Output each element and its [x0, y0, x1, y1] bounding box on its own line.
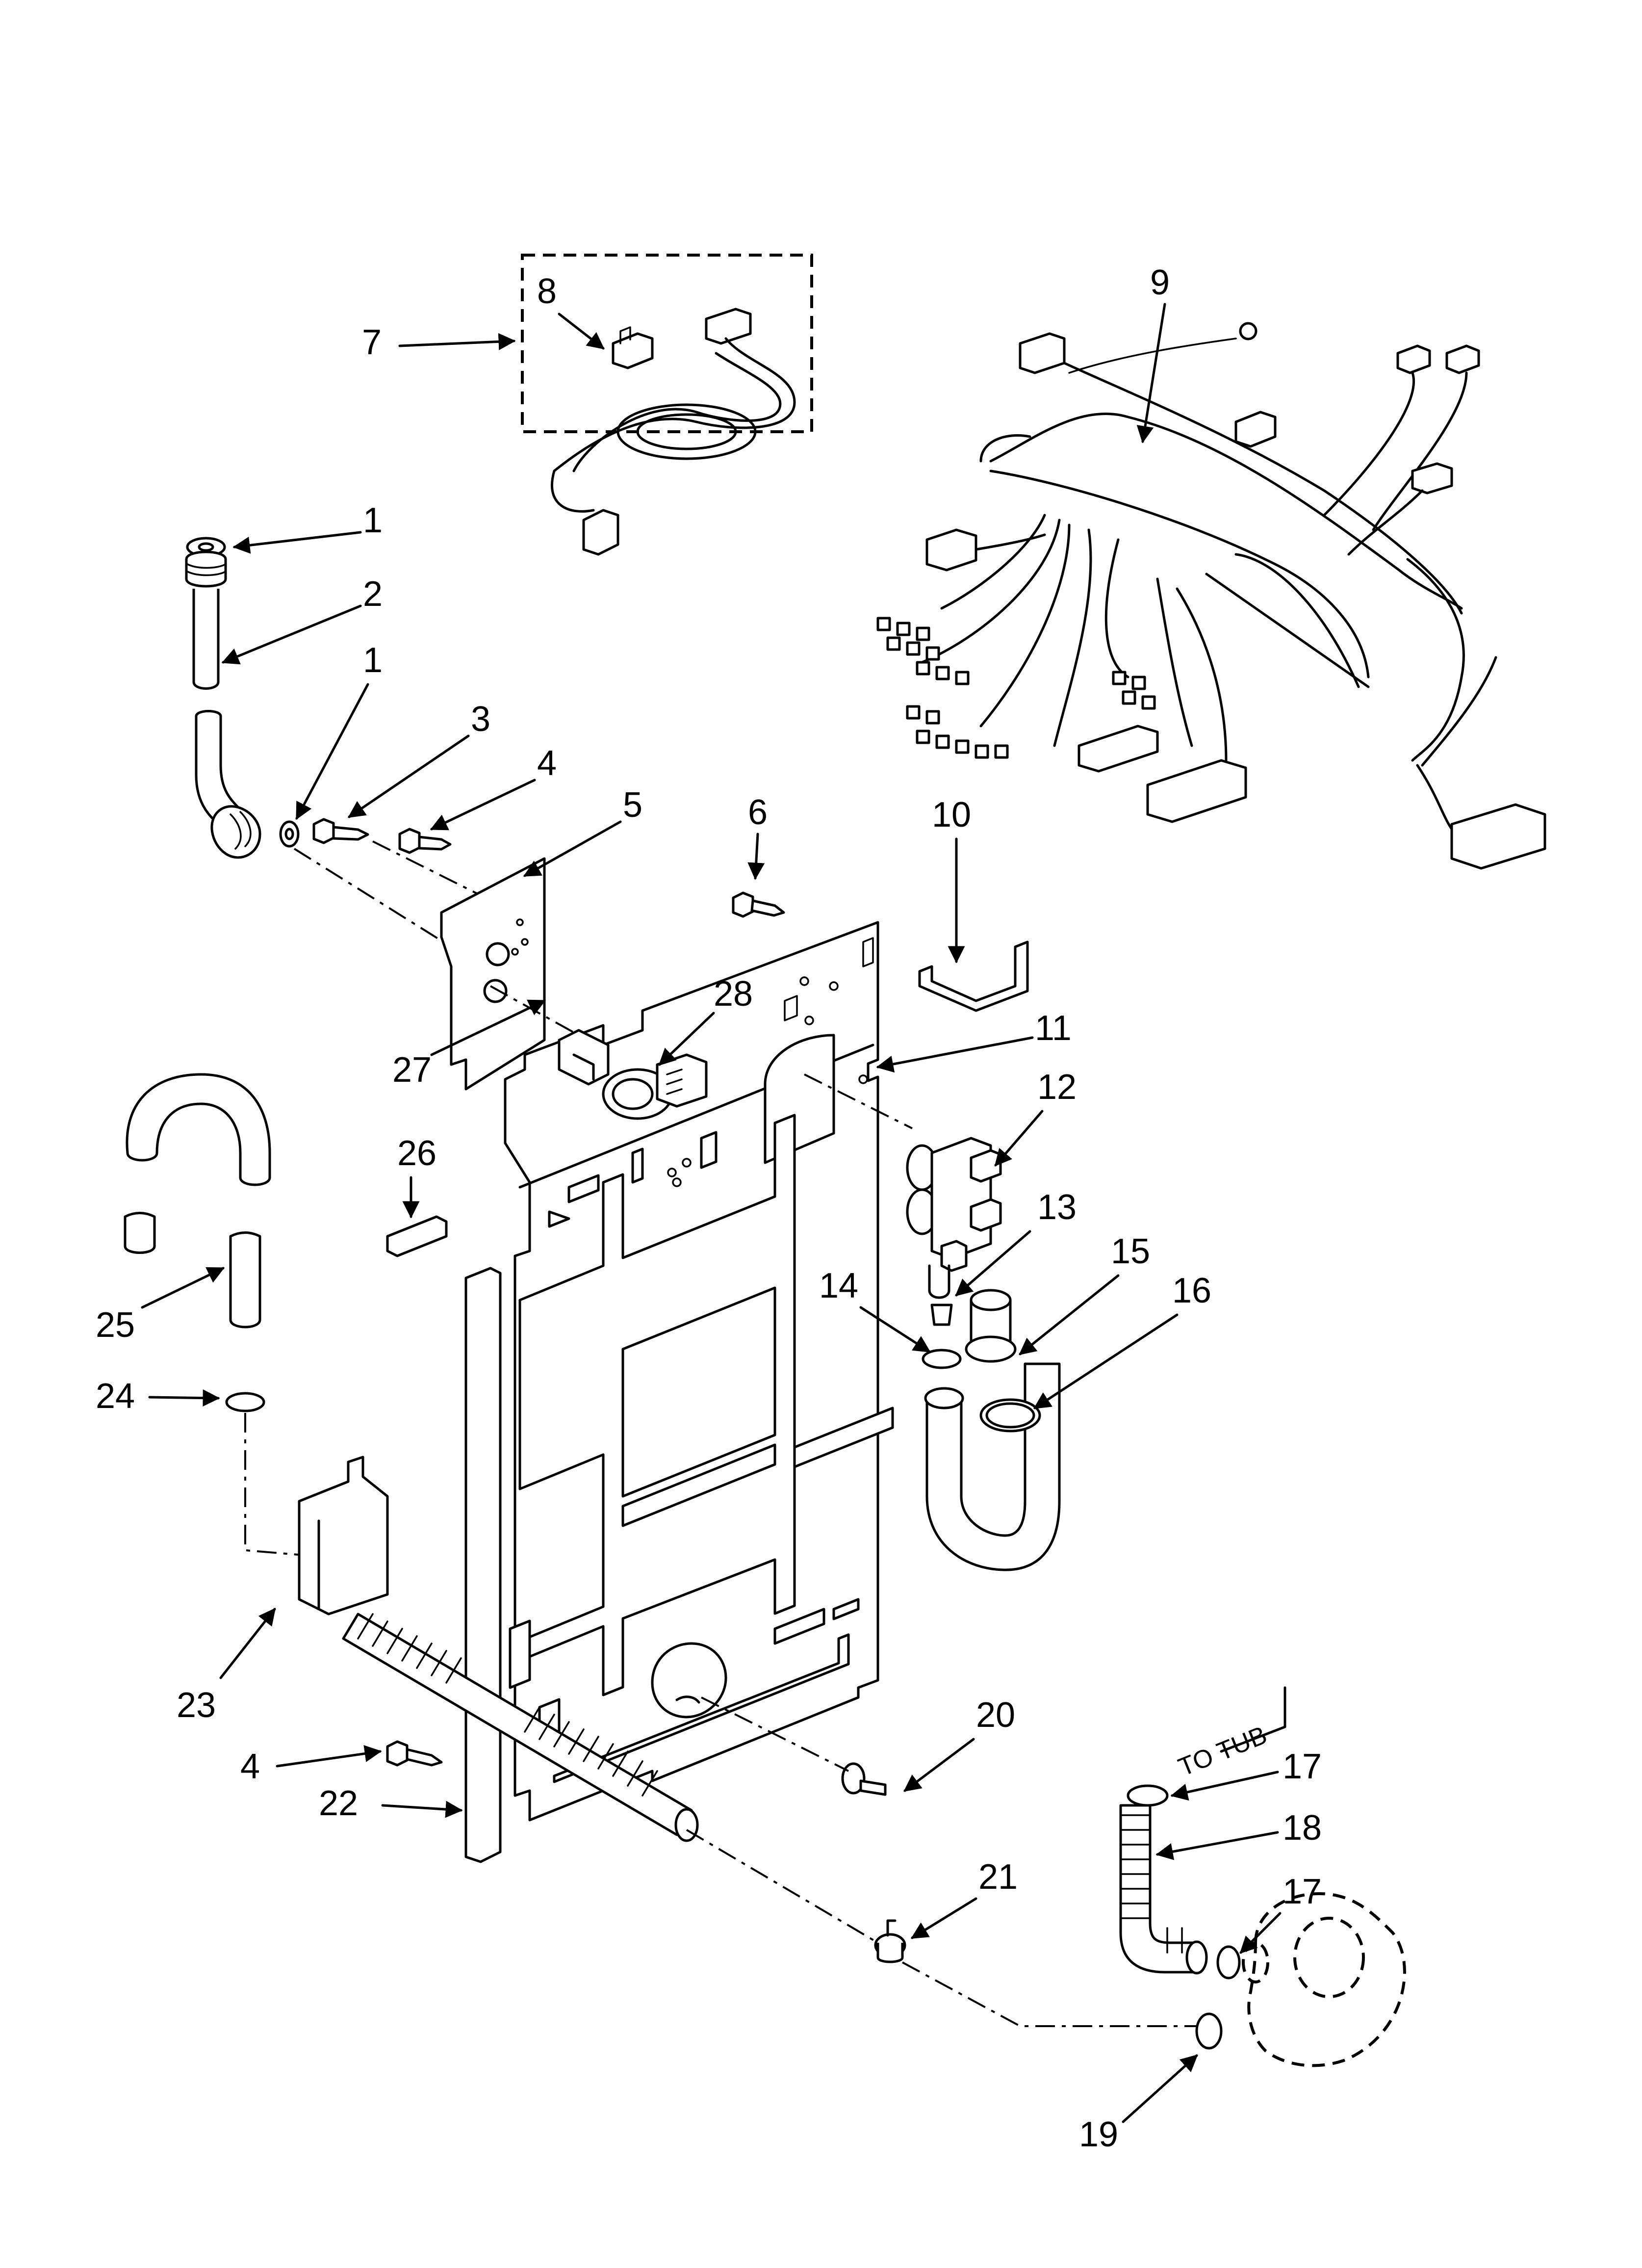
callout-1a: 1 — [232, 501, 383, 554]
svg-text:4: 4 — [537, 744, 557, 783]
svg-text:1: 1 — [363, 501, 383, 540]
hose-nozzle — [930, 1303, 953, 1326]
hose-guide-23 — [298, 1456, 389, 1616]
callout-28: 28 — [658, 974, 753, 1066]
callout-14: 14 — [819, 1266, 931, 1353]
callout-10: 10 — [932, 795, 971, 964]
clamp-21 — [874, 1919, 906, 1963]
bracket-27 — [558, 1029, 610, 1086]
screw-3 — [312, 818, 369, 844]
svg-text:9: 9 — [1150, 263, 1170, 302]
svg-text:1: 1 — [363, 641, 383, 680]
callout-7: 7 — [362, 323, 516, 362]
screw-4-top — [398, 828, 452, 854]
callout-4a: 4 — [430, 744, 557, 831]
callout-25: 25 — [96, 1267, 225, 1345]
harness-terminals-left — [876, 617, 1156, 759]
callout-5: 5 — [523, 785, 642, 877]
callout-19: 19 — [1079, 2054, 1198, 2154]
svg-text:12: 12 — [1037, 1068, 1077, 1107]
callout-8: 8 — [537, 272, 605, 350]
svg-text:4: 4 — [240, 1747, 260, 1786]
svg-text:24: 24 — [96, 1377, 135, 1416]
svg-text:8: 8 — [537, 272, 557, 311]
fill-hose — [924, 1289, 1061, 1571]
svg-text:14: 14 — [819, 1266, 858, 1305]
callout-6: 6 — [747, 793, 768, 880]
callout-15: 15 — [1019, 1232, 1150, 1356]
hose-clamp-19 — [1195, 2012, 1223, 2050]
svg-text:19: 19 — [1079, 2115, 1118, 2154]
svg-text:3: 3 — [471, 700, 490, 739]
drain-tube-18 — [1119, 1804, 1208, 1975]
svg-text:28: 28 — [714, 974, 753, 1014]
svg-text:20: 20 — [976, 1695, 1015, 1735]
svg-text:13: 13 — [1037, 1188, 1077, 1227]
callout-22: 22 — [319, 1784, 463, 1823]
callout-26: 26 — [397, 1134, 436, 1219]
svg-text:16: 16 — [1172, 1271, 1211, 1310]
hose-washer-bottom — [279, 820, 300, 848]
drain-hose-hook — [124, 1073, 271, 1329]
power-cord — [551, 308, 796, 556]
svg-text:11: 11 — [1035, 1009, 1072, 1048]
callout-13: 13 — [955, 1188, 1077, 1297]
hose-clamp-24 — [225, 1392, 265, 1412]
callout-27: 27 — [392, 999, 546, 1090]
svg-text:10: 10 — [932, 795, 971, 834]
screw-4-bottom — [386, 1740, 443, 1767]
cover-plate — [440, 857, 546, 1091]
callout-11: 11 — [876, 1009, 1072, 1073]
callout-16: 16 — [1033, 1271, 1211, 1409]
callout-3: 3 — [348, 700, 490, 818]
water-valve — [906, 1137, 1002, 1299]
hose-clamp-14 — [922, 1349, 962, 1369]
clip-26 — [386, 1215, 448, 1257]
svg-text:7: 7 — [362, 323, 382, 362]
hose-clamp-16 — [979, 1398, 1041, 1433]
svg-text:17: 17 — [1283, 1872, 1322, 1911]
svg-text:6: 6 — [748, 793, 768, 832]
svg-text:27: 27 — [392, 1050, 432, 1090]
callout-18: 18 — [1155, 1808, 1322, 1860]
bracket-10 — [918, 940, 1029, 1012]
hose-clamp-17-bottom — [1216, 1945, 1241, 1980]
to-tub-leader: TO TUB — [1175, 1686, 1286, 1782]
callout-17a: 17 — [1170, 1747, 1322, 1801]
inlet-hose — [185, 550, 261, 859]
callout-2: 2 — [221, 574, 383, 665]
svg-text:5: 5 — [623, 785, 642, 825]
power-cord-kit-box — [521, 254, 813, 433]
callout-9: 9 — [1136, 263, 1170, 443]
callout-1b: 1 — [295, 641, 383, 820]
callout-17b: 17 — [1239, 1872, 1322, 1954]
callout-24: 24 — [96, 1377, 220, 1416]
hose-clamp-17-top — [1127, 1784, 1169, 1807]
rear-strip-22 — [464, 1267, 502, 1863]
svg-text:26: 26 — [397, 1134, 436, 1173]
svg-text:21: 21 — [978, 1857, 1018, 1897]
callout-4b: 4 — [240, 1745, 382, 1786]
svg-text:18: 18 — [1283, 1808, 1322, 1848]
svg-text:TO TUB: TO TUB — [1175, 1721, 1271, 1782]
svg-text:17: 17 — [1283, 1747, 1322, 1786]
pump-outline — [1242, 1892, 1406, 2067]
svg-text:23: 23 — [177, 1686, 216, 1725]
callout-20: 20 — [903, 1695, 1015, 1792]
plug-20 — [841, 1762, 887, 1796]
callout-21: 21 — [911, 1857, 1018, 1939]
wire-harness — [876, 322, 1546, 870]
pressure-switch — [602, 1053, 708, 1120]
svg-text:25: 25 — [96, 1305, 135, 1345]
callout-23: 23 — [177, 1608, 276, 1725]
callout-12: 12 — [994, 1068, 1077, 1167]
svg-text:2: 2 — [363, 574, 383, 614]
svg-text:15: 15 — [1111, 1232, 1150, 1271]
svg-text:22: 22 — [319, 1784, 358, 1823]
screw-6 — [732, 891, 785, 918]
